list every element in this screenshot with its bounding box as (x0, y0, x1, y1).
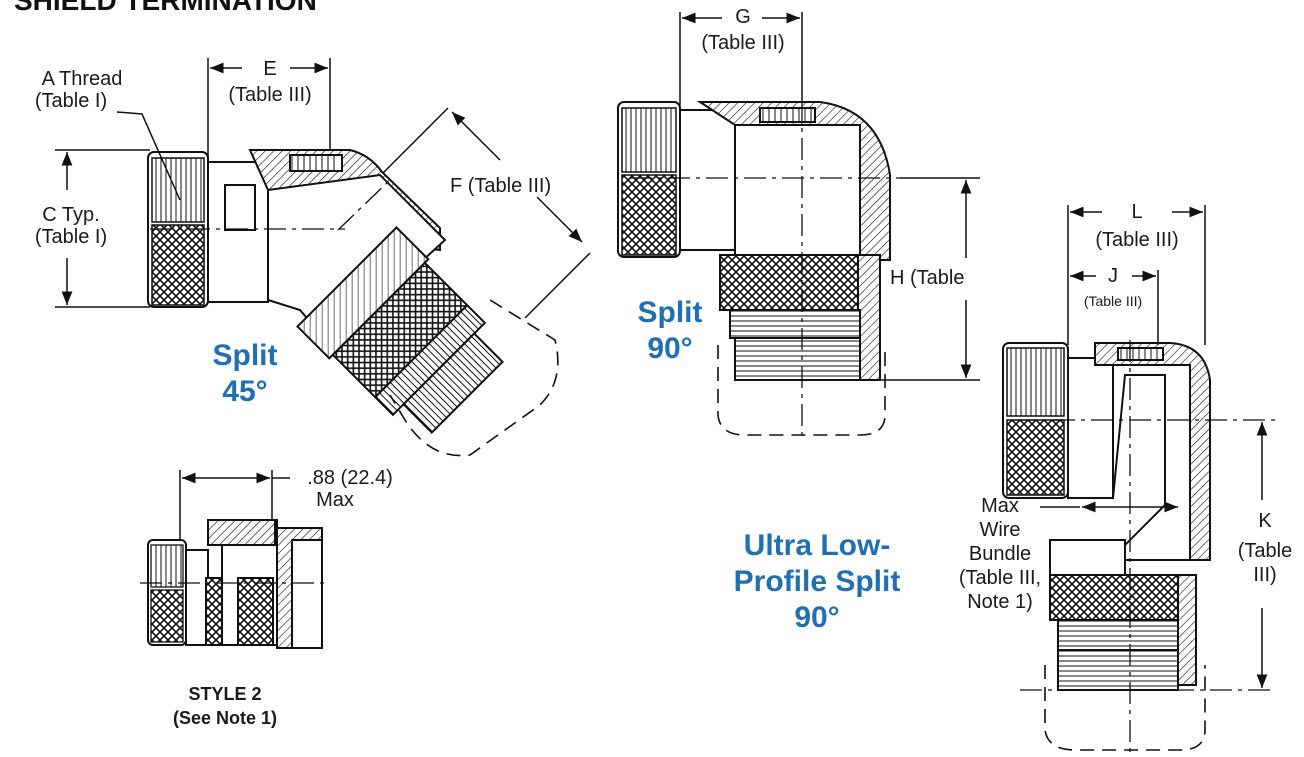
ultra-centerlines (1015, 340, 1275, 752)
j-dim-line-2: (Table III) (1083, 293, 1143, 309)
split-45-dimensions (55, 58, 591, 319)
max-wire-line-5: Note 1) (967, 591, 1033, 613)
style-2-dim-label: .88 (22.4) Max (290, 467, 410, 511)
max-wire-line-2: Wire (979, 519, 1021, 541)
split-45-title-line-2: 45° (222, 375, 268, 408)
split-90-connector (617, 101, 891, 436)
j-dim-line-1: J (1108, 265, 1118, 287)
ultra-title-line-2: Profile Split (733, 565, 901, 598)
split-90-centerlines (630, 100, 900, 440)
ultra-title-line-3: 90° (794, 601, 840, 634)
a-thread-line-1: A Thread (41, 68, 123, 90)
split-90-dimensions (679, 12, 980, 381)
style-2-dim-line-2: Max (316, 489, 354, 511)
j-dim-label: J (Table III) (1063, 265, 1163, 309)
ultra-dimensions (1040, 205, 1268, 688)
split-90-title-line-2: 90° (647, 332, 693, 365)
e-dim-line-2: (Table III) (228, 84, 312, 106)
k-dim-label: K (Table III) (1220, 510, 1304, 586)
style-2-dimensions (140, 470, 330, 584)
style-2-title-line-2: (See Note 1) (172, 708, 278, 728)
max-wire-bundle-label: Max Wire Bundle (Table III, Note 1) (950, 494, 1050, 614)
ultra-low-profile-title: Ultra Low- Profile Split 90° (712, 528, 922, 636)
k-dim-line-2: (Table (1237, 540, 1293, 562)
e-dim-label: E (Table III) (215, 58, 325, 106)
max-wire-line-3: Bundle (968, 543, 1032, 565)
c-typ-line-2: (Table I) (34, 226, 108, 248)
a-thread-line-2: (Table I) (34, 90, 108, 112)
split-45-title: Split 45° (195, 338, 295, 410)
h-dim-label: H (Table (890, 267, 965, 289)
style-2-dim-line-1: .88 (22.4) (307, 467, 393, 489)
g-dim-line-2: (Table III) (701, 32, 785, 54)
split-90-title-line-1: Split (637, 296, 703, 329)
split-45-centerlines (150, 177, 393, 231)
max-wire-line-4: (Table III, (958, 567, 1042, 589)
e-dim-line-1: E (263, 58, 277, 80)
c-typ-label: C Typ. (Table I) (16, 204, 126, 248)
max-wire-line-1: Max (981, 495, 1019, 517)
style-2-connector (147, 519, 323, 649)
l-dim-line-1: L (1131, 201, 1143, 223)
split-90-title: Split 90° (620, 295, 720, 367)
f-dim-label: F (Table III) (450, 175, 552, 197)
g-dim-label: G (Table III) (688, 6, 798, 54)
k-dim-line-3: III) (1253, 564, 1277, 586)
split-45-connector (147, 149, 559, 457)
l-dim-label: L (Table III) (1072, 201, 1202, 251)
l-dim-line-2: (Table III) (1095, 229, 1179, 251)
g-dim-line-1: G (735, 6, 751, 28)
split-45-title-line-1: Split (212, 339, 278, 372)
k-dim-line-1: K (1258, 510, 1272, 532)
c-typ-line-1: C Typ. (42, 204, 100, 226)
style-2-title: STYLE 2 (See Note 1) (160, 682, 290, 730)
page-title: SHIELD TERMINATION (14, 0, 317, 16)
a-thread-label: A Thread (Table I) (22, 68, 142, 112)
ultra-title-line-1: Ultra Low- (743, 529, 891, 562)
style-2-title-line-1: STYLE 2 (188, 684, 262, 704)
